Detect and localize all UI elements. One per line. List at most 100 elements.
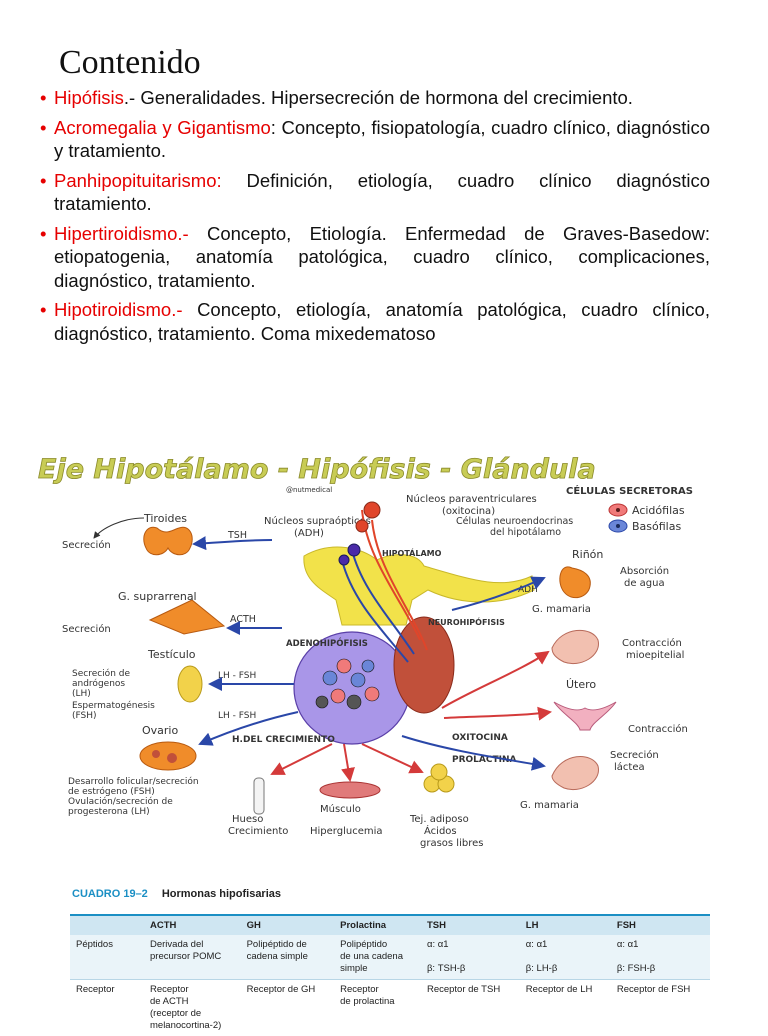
cell-spacer: [427, 951, 514, 963]
table-header-row: ACTH GH Prolactina TSH LH FSH: [70, 915, 710, 935]
adipose-icon: [431, 764, 447, 780]
mammary-gland-icon: [552, 757, 598, 790]
adenohypophysis-label: ADENOHIPÓFISIS: [286, 637, 368, 649]
ovary-line: Ovulación/secreción de: [68, 796, 173, 807]
cell-line: β: FSH-β: [617, 963, 704, 975]
table-cell: α: α1 β: LH-β: [520, 935, 611, 980]
water-absorption-sub: de agua: [624, 578, 665, 589]
neuroendocrine-cells-sub: del hipotálamo: [490, 527, 561, 538]
cell-line: α: α1: [617, 939, 704, 951]
adipose-label: Tej. adiposo: [409, 814, 469, 825]
milk-secretion-label: Secreción: [610, 749, 659, 761]
supraoptic-label: Núcleos supraópticos: [264, 515, 371, 527]
neuroendocrine-cells-label: Células neuroendocrinas: [456, 516, 573, 527]
neuron-body-icon: [348, 544, 360, 556]
testicle-icon: [178, 666, 202, 702]
adh-label: ADH: [518, 585, 538, 595]
bone-icon: [254, 778, 264, 814]
mammary-label: G. mamaria: [532, 604, 591, 615]
topic-name: Panhipopituitarismo:: [54, 170, 222, 191]
topic-name: Hipertiroidismo.-: [54, 223, 189, 244]
credit-label: @nutmedical: [286, 486, 332, 494]
cell-nucleus-icon: [616, 508, 620, 512]
topic-name: Hipófisis: [54, 87, 124, 108]
paraventricular-label: Núcleos paraventriculares: [406, 493, 537, 505]
kidney-label: Riñón: [572, 548, 603, 561]
cell-line: de ACTH: [150, 996, 235, 1008]
content-list: •Hipófisis.- Generalidades. Hipersecreci…: [40, 86, 710, 351]
row-label: Receptor: [70, 980, 144, 1036]
cell-line: β: TSH-β: [427, 963, 514, 975]
neuron-body-icon: [339, 555, 349, 565]
column-header: GH: [241, 915, 335, 935]
cell-line: Receptor de GH: [247, 984, 329, 996]
mammary-gland-icon: [552, 630, 598, 663]
muscle-label: Músculo: [320, 803, 361, 815]
column-header: [70, 915, 144, 935]
cell-line: precursor POMC: [150, 951, 235, 963]
column-header: TSH: [421, 915, 520, 935]
cell-line: Polipéptido: [340, 939, 415, 951]
cell-line: cadena simple: [247, 951, 329, 963]
ovary-line: Desarrollo folicular/secreción: [68, 776, 199, 787]
cell-line: Receptor de TSH: [427, 984, 514, 996]
basophil-label: Basófilas: [632, 520, 681, 533]
table-cell: Receptor de TSH: [421, 980, 520, 1036]
adrenal-secretion-label: Secreción: [62, 623, 111, 635]
testicle-line: (FSH): [72, 711, 97, 721]
topic-name: Hipotiroidismo.-: [54, 299, 183, 320]
myoepithelial-label: Contracción: [622, 637, 682, 649]
testicle-line: andrógenos: [72, 678, 125, 689]
lh-fsh-label: LH - FSH: [218, 711, 256, 721]
mammary-label: G. mamaria: [520, 800, 579, 811]
gh-arrow: [272, 744, 332, 774]
thyroid-label: Tiroides: [143, 512, 187, 525]
cell-line: α: α1: [526, 939, 605, 951]
arrow: [94, 518, 144, 538]
table-cell: Receptor de LH: [520, 980, 611, 1036]
acidophil-label: Acidófilas: [632, 504, 685, 517]
uterus-label: Útero: [566, 678, 596, 691]
cell-line: (receptor de: [150, 1008, 235, 1020]
myoepithelial-sub: mioepitelial: [626, 650, 684, 661]
ovary-line: progesterona (LH): [68, 807, 150, 817]
cell-nucleus-icon: [616, 524, 620, 528]
uterus-icon: [554, 702, 616, 730]
table-cell: Receptor de GH: [241, 980, 335, 1036]
oxytocin-arrow: [444, 712, 550, 718]
diagram-title: Eje Hipotálamo - Hipófisis - Glándula: [38, 454, 596, 485]
table-cell: α: α1 β: FSH-β: [611, 935, 710, 980]
table-number: CUADRO 19–2: [72, 888, 148, 900]
fatty-acids-sub: grasos libres: [420, 838, 483, 849]
neuron-body-icon: [364, 502, 380, 518]
neurohypophysis-shape: [394, 617, 454, 713]
hyperglycemia-label: Hiperglucemia: [310, 826, 383, 837]
list-item: •Panhipopituitarismo: Definición, etiolo…: [40, 169, 710, 216]
column-header: ACTH: [144, 915, 241, 935]
cell-line: β: LH-β: [526, 963, 605, 975]
follicle-icon: [167, 753, 177, 763]
thyroid-secretion-label: Secreción: [62, 539, 111, 551]
column-header: LH: [520, 915, 611, 935]
list-item: •Acromegalia y Gigantismo: Concepto, fis…: [40, 116, 710, 163]
gh-arrow: [344, 744, 350, 780]
milk-secretion-sub: láctea: [614, 761, 645, 773]
water-absorption-label: Absorción: [620, 565, 669, 577]
bullet-dot: •: [40, 86, 46, 110]
list-item: •Hipertiroidismo.- Concepto, Etiología. …: [40, 222, 710, 293]
growth-label: Crecimiento: [228, 826, 288, 837]
kidney-icon: [560, 567, 590, 598]
ovary-line: de estrógeno (FSH): [68, 786, 155, 797]
muscle-icon: [320, 782, 380, 798]
bone-label: Hueso: [232, 814, 263, 825]
tsh-label: TSH: [227, 530, 247, 541]
row-label: Péptidos: [70, 935, 144, 980]
cell-line: Derivada del: [150, 939, 235, 951]
hypothalamus-label: HIPOTÁLAMO: [382, 547, 442, 558]
